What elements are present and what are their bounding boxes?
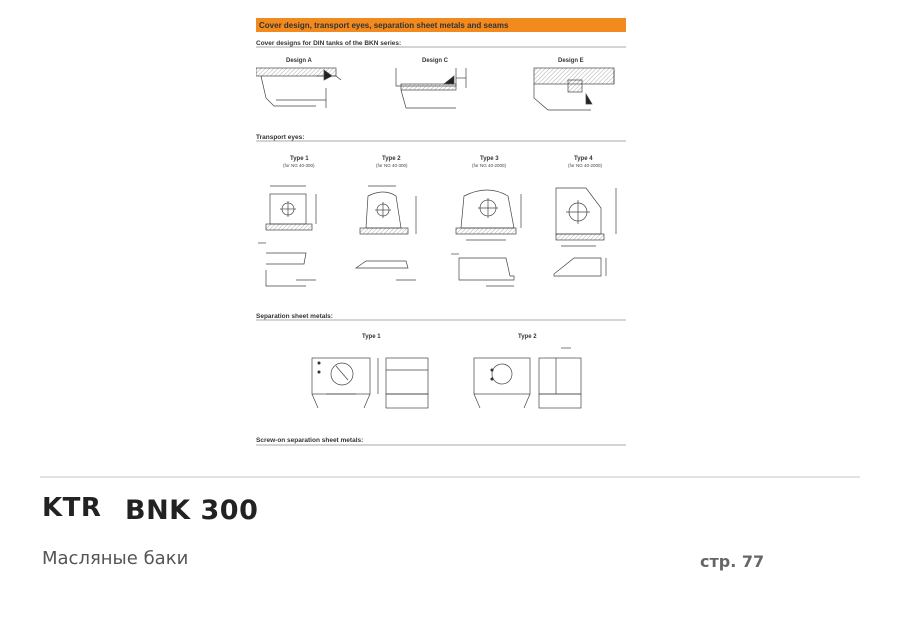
sep-type1-label: Type 1 bbox=[362, 334, 381, 340]
section-screw-title: Screw-on separation sheet metals: bbox=[256, 437, 363, 444]
design-c-label: Design C bbox=[422, 58, 449, 64]
type2-eye-sketch bbox=[354, 185, 417, 281]
design-a-sketch bbox=[256, 67, 342, 108]
type4-eye-sketch bbox=[553, 187, 617, 277]
sep-type2-label: Type 2 bbox=[518, 334, 537, 340]
section-transport-title: Transport eyes: bbox=[256, 134, 304, 141]
section-separation-title: Separation sheet metals: bbox=[256, 313, 333, 320]
type4-sub: (for NG 40-2000) bbox=[568, 163, 603, 168]
type4-label: Type 4 bbox=[574, 156, 593, 162]
header-bar bbox=[256, 18, 626, 32]
header-bar-text: Cover design, transport eyes, separation… bbox=[259, 21, 509, 30]
section-cover-title: Cover designs for DIN tanks of the BKN s… bbox=[256, 40, 401, 47]
design-e-sketch bbox=[533, 67, 615, 111]
design-c-sketch bbox=[395, 68, 467, 109]
type3-sub: (for NG 40-2000) bbox=[472, 163, 507, 168]
page-number: стр. 77 bbox=[700, 552, 765, 571]
sep-type2-sketch bbox=[473, 347, 582, 409]
product-model: BNK 300 bbox=[125, 495, 259, 526]
type2-sub: (for NG 40-300) bbox=[376, 163, 408, 168]
type1-label: Type 1 bbox=[290, 156, 309, 162]
type1-sub: (for NG 40-300) bbox=[283, 163, 315, 168]
type2-label: Type 2 bbox=[382, 156, 401, 162]
design-a-label: Design A bbox=[286, 58, 312, 64]
type3-label: Type 3 bbox=[480, 156, 499, 162]
sep-type1-sketch bbox=[311, 357, 429, 409]
technical-drawing: Cover design, transport eyes, separation… bbox=[256, 18, 626, 446]
type3-eye-sketch bbox=[451, 189, 522, 287]
product-category: Масляные баки bbox=[42, 548, 189, 569]
design-e-label: Design E bbox=[558, 58, 584, 64]
brand-name: KTR bbox=[42, 493, 102, 523]
document-preview[interactable]: Cover design, transport eyes, separation… bbox=[256, 18, 626, 448]
footer-separator bbox=[40, 476, 860, 478]
type1-eye-sketch bbox=[258, 185, 317, 287]
